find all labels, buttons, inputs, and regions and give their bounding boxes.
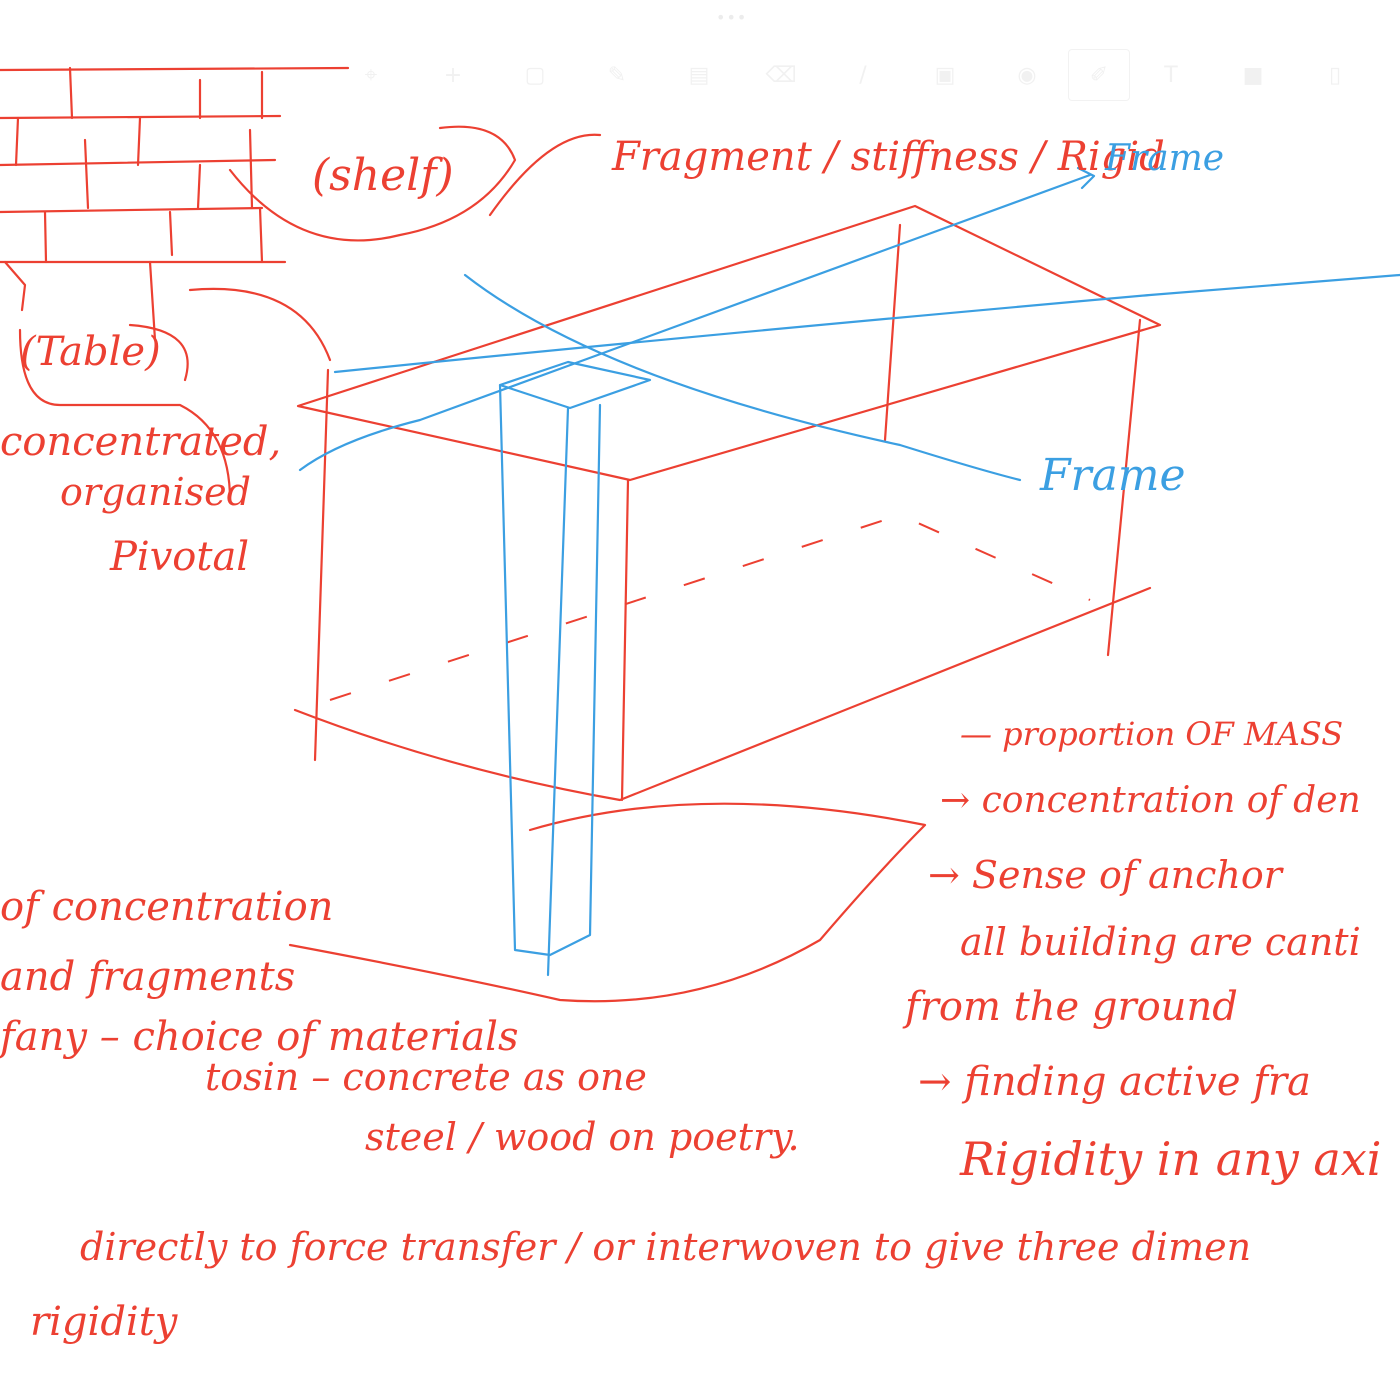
left-note-line: fany – choice of materials — [0, 1014, 518, 1060]
note-organised: organised — [60, 470, 251, 514]
left-note-line: of concentration — [0, 884, 333, 930]
highlighter-tool-icon[interactable]: ▤ — [688, 62, 710, 88]
image-tool-icon[interactable]: ▣ — [934, 62, 956, 88]
toolbar-grabber[interactable]: ••• — [716, 8, 748, 27]
lasso-tool-icon[interactable]: ⌖ — [364, 62, 378, 88]
eraser-tool-icon[interactable]: ⌫ — [765, 62, 797, 88]
list-line: Rigidity in any axi — [959, 1132, 1381, 1186]
note-concentrated: concentrated, — [0, 419, 281, 465]
bottom-note-line: rigidity — [30, 1299, 179, 1345]
note-pivotal: Pivotal — [109, 534, 249, 580]
note-shelf: (shelf) — [312, 150, 454, 201]
stamp-tool-icon[interactable]: ◉ — [1017, 62, 1037, 88]
left-note-line: steel / wood on poetry. — [365, 1115, 800, 1159]
pen-tool-icon[interactable]: ✎ — [607, 62, 627, 88]
drawing-toolbar: ⌖ + ▢ ✎ ▤ ⌫ / ▣ ◉ ✐ T ■ ▯ — [330, 49, 1400, 101]
note-frame-top: Frame — [1104, 138, 1224, 179]
text-tool-icon[interactable]: T — [1164, 62, 1178, 88]
note-frame-mid: Frame — [1039, 450, 1186, 501]
page-tool-icon[interactable]: ▯ — [1328, 62, 1342, 88]
list-line: → finding active fra — [918, 1059, 1311, 1105]
line-tool-icon[interactable]: / — [859, 62, 867, 88]
media-tool-icon[interactable]: ■ — [1242, 62, 1264, 88]
bottom-note-line: directly to force transfer / or interwov… — [80, 1225, 1251, 1269]
shelf-sketch — [0, 66, 350, 362]
frame-sketch — [298, 166, 1400, 977]
left-note-line: and fragments — [0, 954, 295, 1000]
handwritten-notes: (shelf) Fragment / stiffness / Rigid Fra… — [0, 134, 1381, 1345]
note-table: (Table) — [20, 329, 161, 375]
list-line: from the ground — [902, 984, 1238, 1030]
left-note-line: tosin – concrete as one — [205, 1055, 647, 1099]
list-line: all building are canti — [960, 920, 1361, 964]
pencil-tool-icon[interactable]: ✐ — [1068, 49, 1130, 101]
list-line: — proportion OF MASS — [960, 715, 1343, 753]
list-line: → concentration of den — [940, 780, 1361, 821]
note-fragment: Fragment / stiffness / Rigid — [611, 134, 1165, 180]
shape-tool-icon[interactable]: ▢ — [524, 62, 546, 88]
list-line: → Sense of anchor — [928, 853, 1285, 897]
add-tool-icon[interactable]: + — [443, 62, 463, 88]
box-sketch — [18, 125, 1162, 1003]
